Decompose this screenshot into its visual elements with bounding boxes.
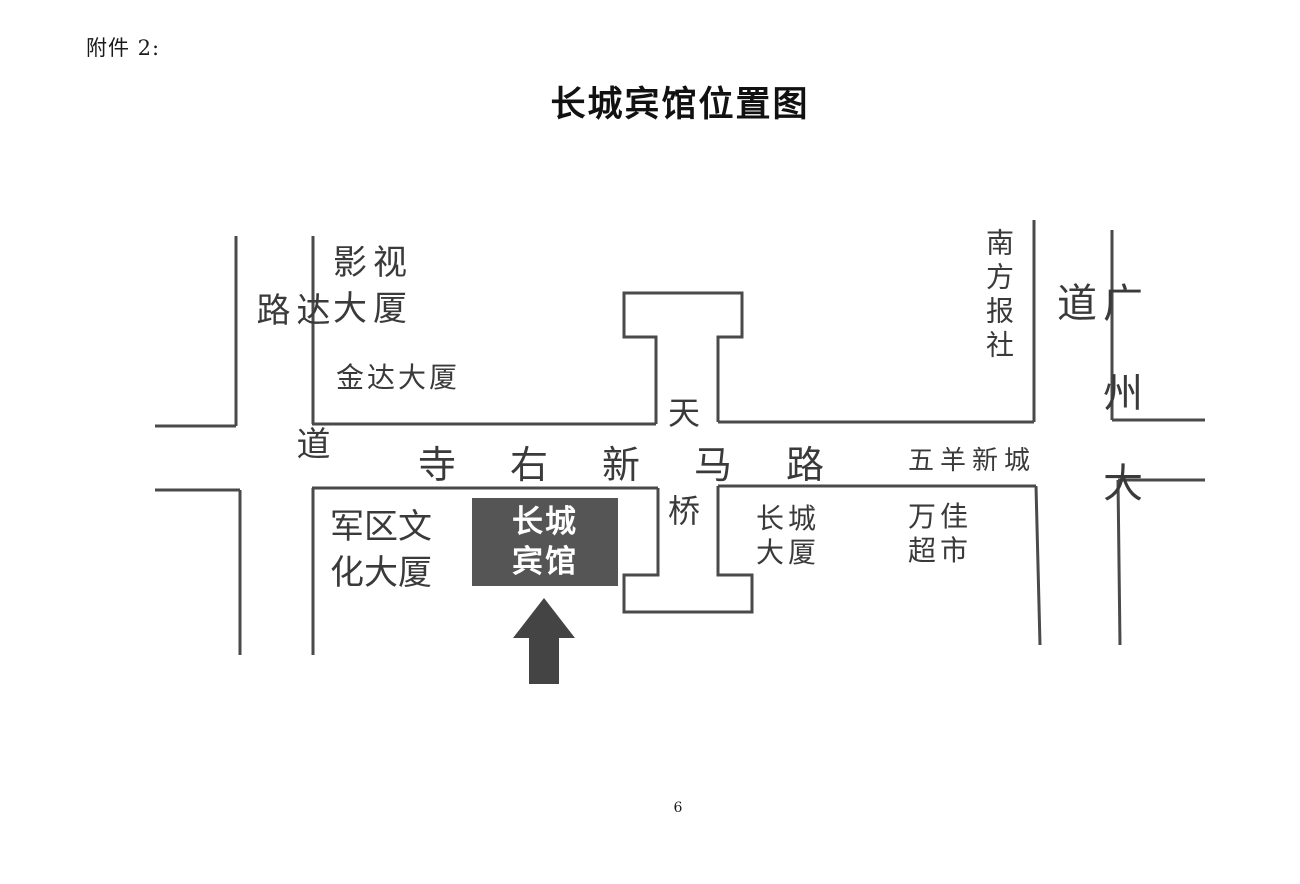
junqu-culture-building-label: 军区文化大厦: [330, 507, 432, 593]
changcheng-building-label: 长城大厦: [756, 502, 821, 569]
up-arrow-icon: [513, 598, 575, 684]
map-title: 长城宾馆位置图: [550, 85, 810, 125]
overpass-bridge: [622, 291, 754, 614]
hotel-label: 长城宾馆: [512, 504, 578, 580]
left-road-label: 达道路: [250, 292, 330, 560]
wanjia-supermarket-label: 万佳超市: [908, 500, 973, 567]
jinda-building-label: 金达大厦: [336, 361, 461, 394]
road-edge: [1034, 485, 1042, 646]
road-edge: [1116, 479, 1122, 646]
right-road-label: 广州大道: [1050, 282, 1142, 552]
nanfang-newspaper-label: 南方报社: [982, 228, 1015, 364]
changcheng-hotel-marker: 长城宾馆: [472, 498, 618, 586]
attachment-label: 附件 2:: [86, 36, 161, 60]
bridge-label-top: 天: [668, 394, 701, 432]
main-street-label: 寺右新马路: [418, 443, 879, 487]
page-number: 6: [673, 800, 683, 816]
wuyang-xincheng-label: 五羊新城: [908, 446, 1037, 476]
bridge-label-bottom: 桥: [668, 492, 701, 530]
yingshi-building-label: 影视大厦: [333, 243, 413, 329]
